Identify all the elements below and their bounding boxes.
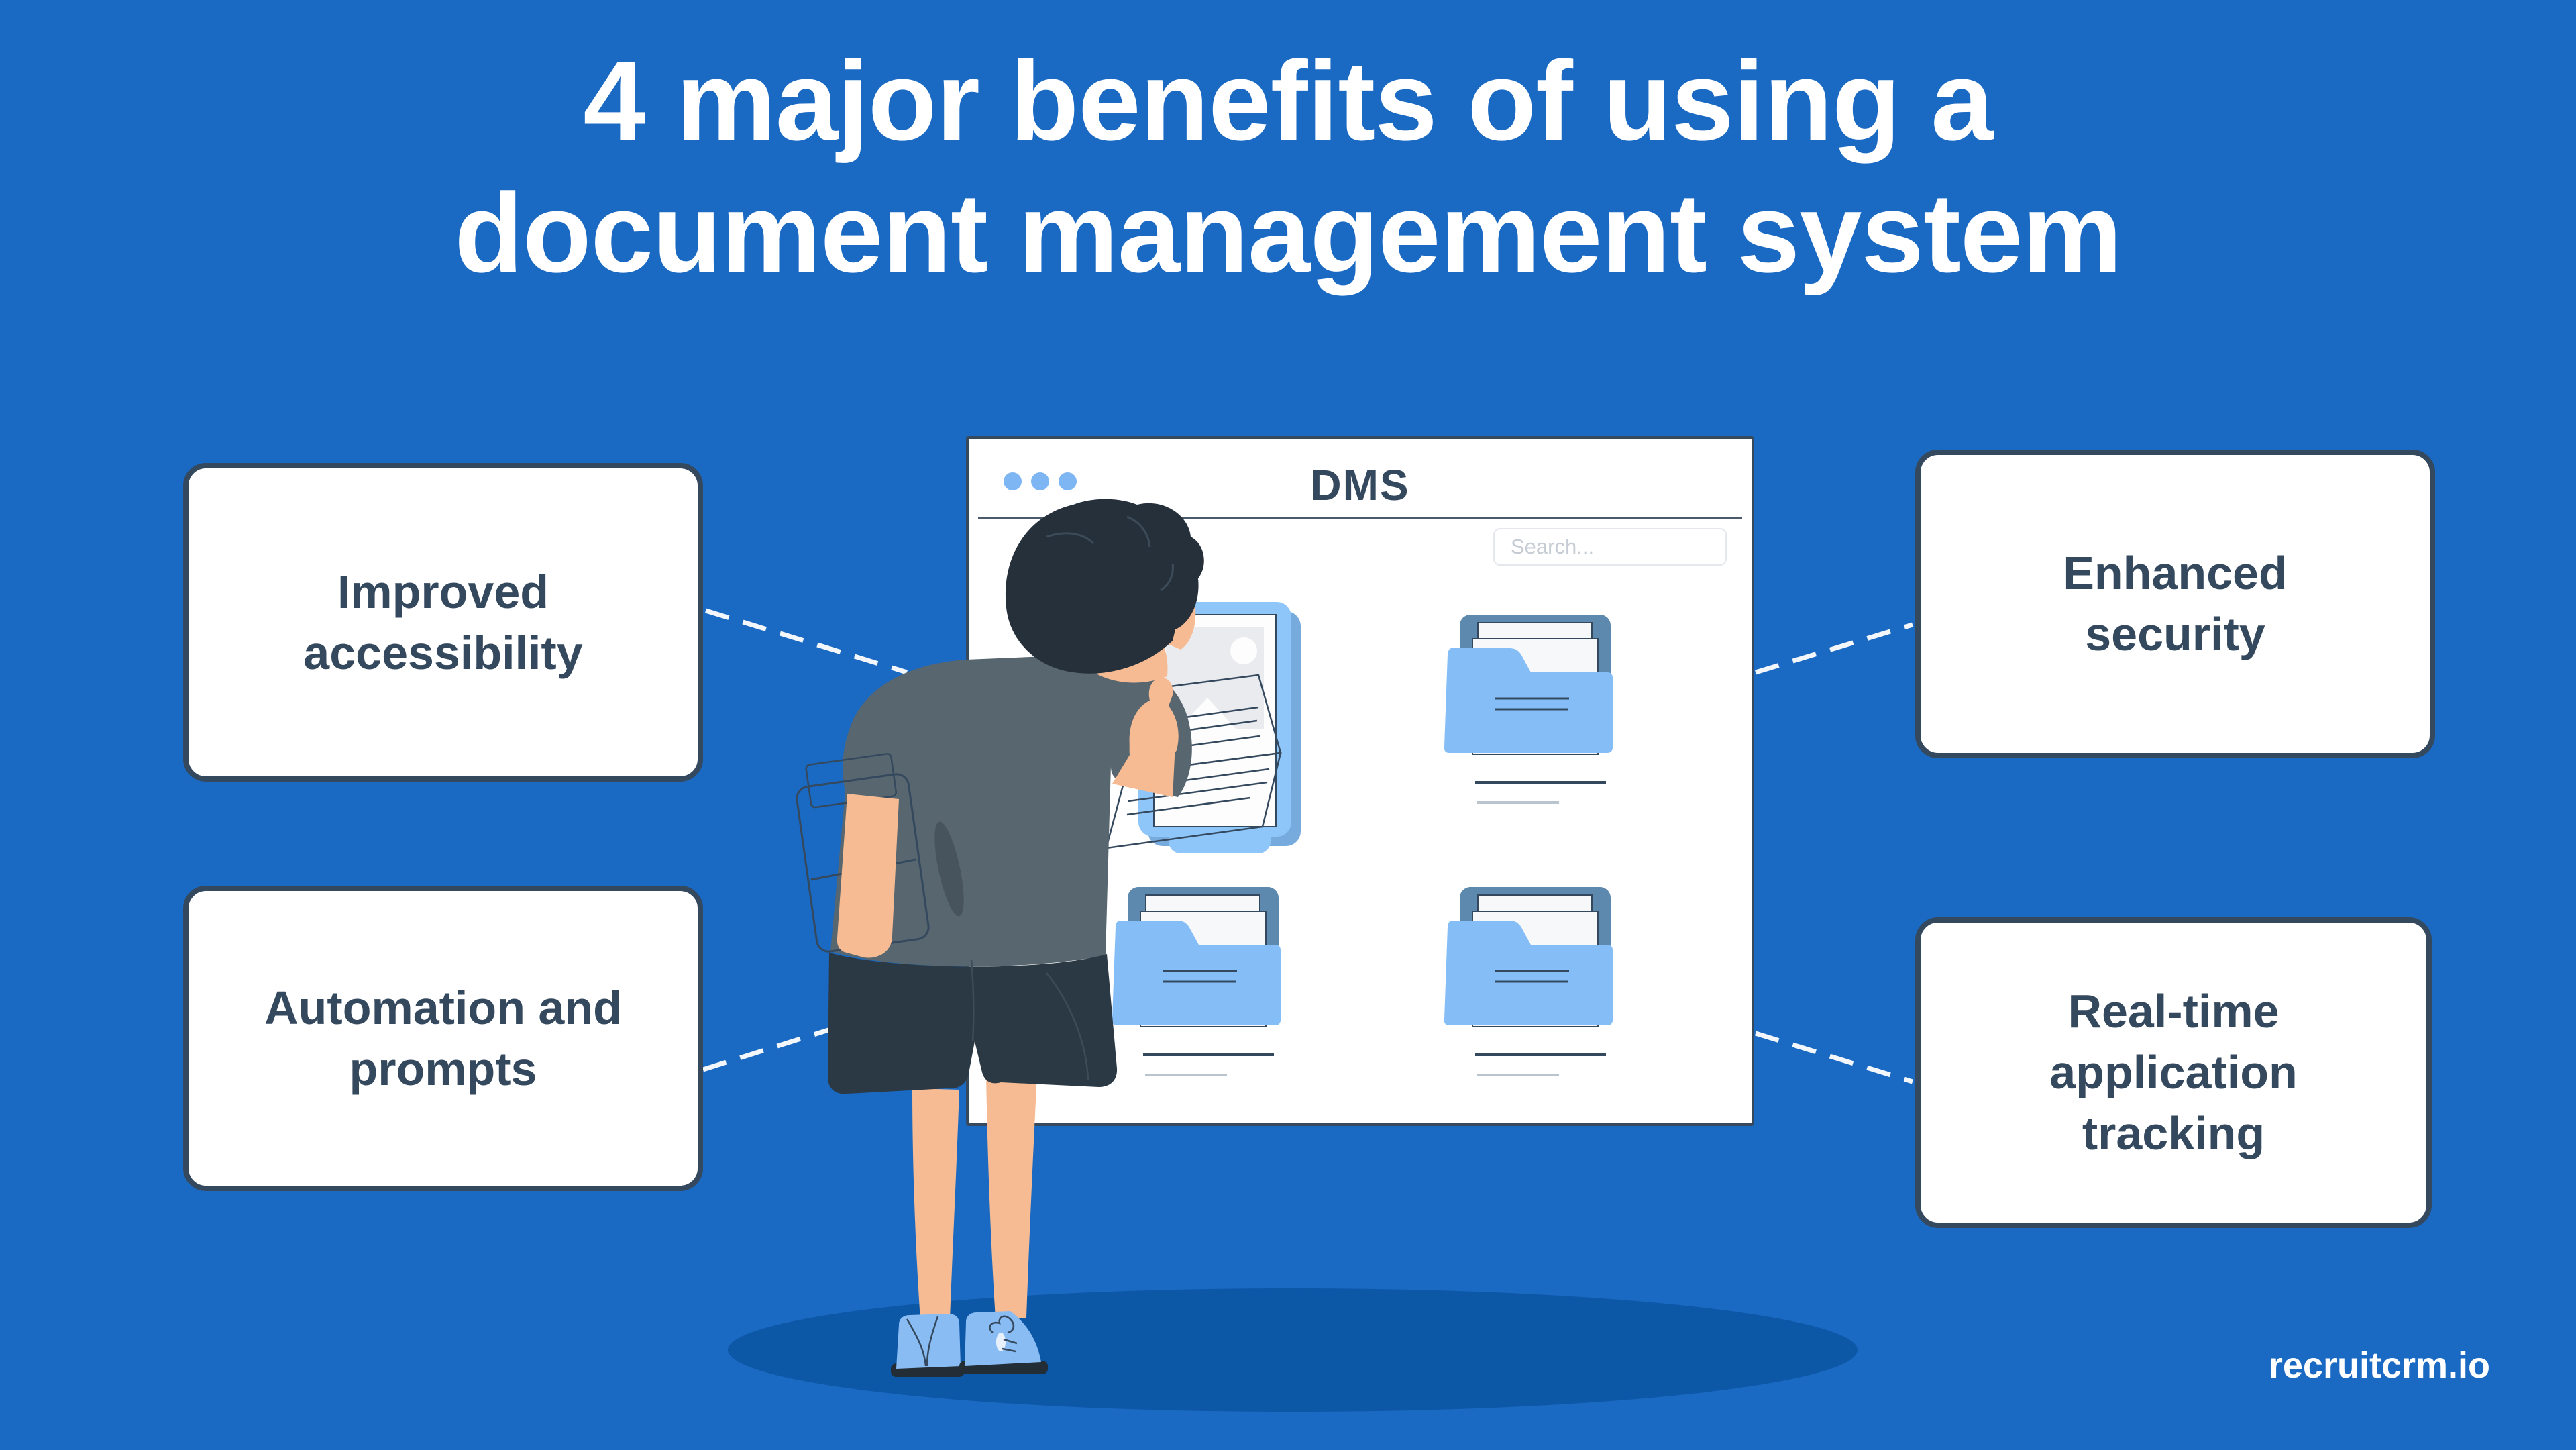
dms-window-title: DMS xyxy=(1310,461,1410,509)
window-dot-icon xyxy=(1031,472,1049,490)
window-control-dots-icon xyxy=(1004,472,1077,490)
folder-bottom-right xyxy=(1442,886,1614,1076)
folder-bottom-left xyxy=(1110,886,1282,1076)
brand-watermark: recruitcrm.io xyxy=(2268,1345,2490,1386)
window-dot-icon xyxy=(1059,472,1077,490)
page-title: 4 major benefits of using a document man… xyxy=(454,38,2122,296)
folder-top-right xyxy=(1442,613,1614,804)
card-real-time-application-tracking: Real-time application tracking xyxy=(1915,917,2432,1228)
search-input xyxy=(1493,528,1727,566)
connector-bottom-right xyxy=(1754,1031,1914,1084)
dms-window-content xyxy=(1102,602,1614,1076)
window-header-divider xyxy=(978,517,1742,519)
connector-bottom-left xyxy=(702,1007,894,1072)
card-enhanced-security: Enhanced security xyxy=(1915,450,2435,758)
connector-top-right xyxy=(1754,622,1914,675)
flipping-document-illustration xyxy=(1102,602,1301,853)
dms-window: DMS xyxy=(966,436,1754,1126)
card-improved-accessibility: Improved accessibility xyxy=(183,463,703,782)
connector-top-left xyxy=(704,608,908,675)
card-automation-and-prompts: Automation and prompts xyxy=(183,886,703,1191)
window-dot-icon xyxy=(1004,472,1022,490)
